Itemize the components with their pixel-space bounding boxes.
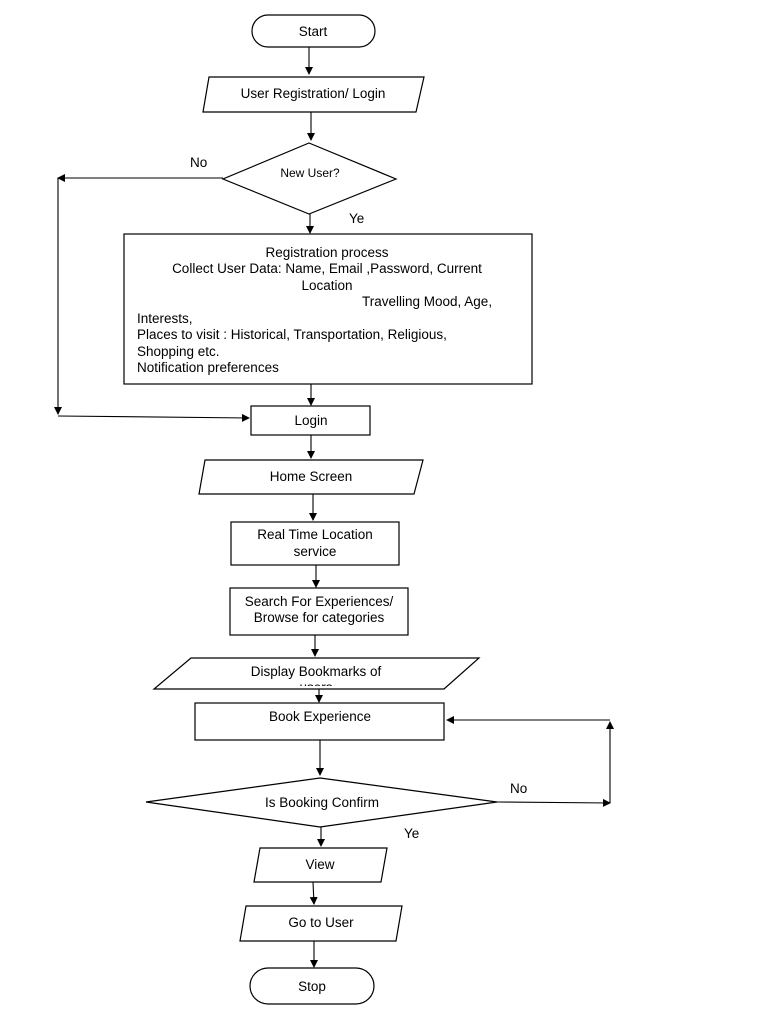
arrow-view-to-gotouser — [309, 881, 318, 905]
go-to-user-label: Go to User — [288, 915, 354, 930]
booking-confirm-label: Is Booking Confirm — [265, 795, 379, 810]
display-bookmarks-cut-label: users — [299, 680, 332, 695]
display-bookmarks-label: Display Bookmarks of — [251, 664, 382, 679]
registration-process-box: Registration process Collect User Data: … — [123, 233, 533, 385]
registration-line-4: Travelling Mood, Age, — [362, 294, 492, 309]
search-line-2: Browse for categories — [254, 610, 385, 625]
real-time-location-node: Real Time Location service — [230, 521, 400, 566]
registration-line-2: Collect User Data: Name, Email ,Password… — [172, 261, 482, 276]
no-label-booking: No — [510, 781, 527, 796]
real-time-line-2: service — [294, 544, 337, 559]
home-screen-label: Home Screen — [270, 469, 353, 484]
new-user-decision: New User? — [221, 142, 398, 215]
go-to-user-node: Go to User — [239, 905, 403, 942]
book-experience-label: Book Experience — [269, 709, 371, 724]
registration-line-5: Interests, — [137, 311, 193, 326]
start-label: Start — [299, 24, 328, 39]
search-experiences-node: Search For Experiences/ Browse for categ… — [229, 587, 409, 636]
registration-line-1: Registration process — [265, 245, 388, 260]
view-node: View — [253, 847, 388, 883]
book-experience-node: Book Experience — [194, 702, 445, 741]
login-node: Login — [250, 405, 371, 436]
registration-line-7: Shopping etc. — [137, 344, 220, 359]
view-label: View — [305, 857, 334, 872]
real-time-line-1: Real Time Location — [257, 527, 373, 542]
registration-line-6: Places to visit : Historical, Transporta… — [137, 327, 447, 342]
arrow-no-to-login — [57, 413, 250, 422]
search-line-1: Search For Experiences/ — [245, 594, 394, 609]
home-screen-node: Home Screen — [198, 459, 424, 495]
arrow-confirm-no-right — [496, 798, 611, 807]
stop-label: Stop — [298, 979, 326, 994]
user-registration-label: User Registration/ Login — [241, 86, 386, 101]
no-label-newuser: No — [190, 155, 207, 170]
booking-confirm-decision: Is Booking Confirm — [145, 777, 498, 828]
new-user-label: New User? — [280, 166, 340, 180]
registration-line-8: Notification preferences — [137, 360, 279, 375]
yes-label-newuser: Ye — [349, 211, 364, 226]
yes-label-booking: Ye — [404, 826, 419, 841]
login-label: Login — [294, 413, 327, 428]
start-node: Start — [251, 14, 376, 48]
display-bookmarks-node: Display Bookmarks of users — [152, 657, 481, 695]
user-registration-node: User Registration/ Login — [202, 76, 425, 113]
registration-line-3: Location — [301, 278, 352, 293]
stop-node: Stop — [249, 967, 375, 1005]
